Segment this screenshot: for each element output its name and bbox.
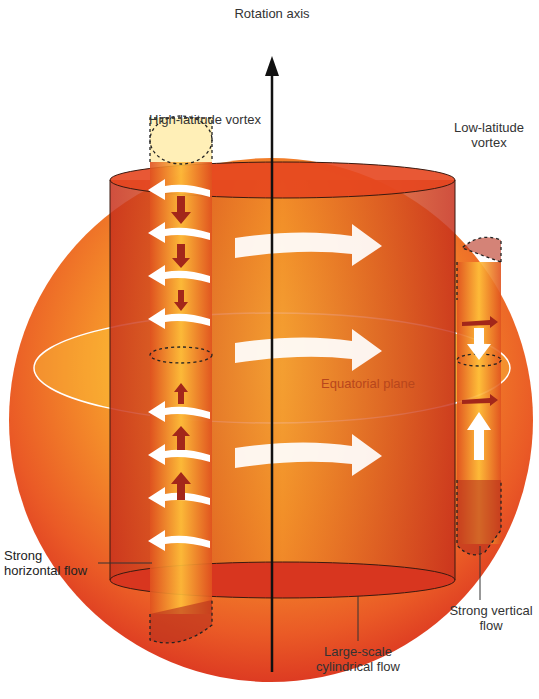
horizontal-flow-arrows [148,179,210,551]
flow-label: Strong horizontal flow [4,548,98,578]
vortex-outline [457,237,501,300]
vortex-label: Low-latitude vortex [442,120,536,150]
plane-label: Equatorial plane [318,376,418,391]
cylinder-edge [455,180,456,580]
flow-arrow [235,329,382,371]
flow-arrow [235,434,382,476]
horizontal-flow-arrows [462,316,498,406]
flow-label: Large-scale cylindrical flow [296,644,420,674]
vortex-outline [457,480,501,555]
vortex-label: High-latitude vortex [120,112,290,127]
leader-line [98,563,152,564]
leader-line [358,596,359,641]
cylindrical-flow-arrows [235,224,382,476]
flow-arrow [235,224,382,266]
vortex-outline [150,347,212,363]
leader-line [480,546,481,600]
high-latitude-vortex [148,116,212,643]
leader-lines [98,546,480,641]
vertical-flow-arrows [171,196,191,500]
vertical-flow-arrows [467,328,491,460]
vortex-outline [150,600,212,643]
cylinder-edge [110,180,111,580]
low-latitude-vortex [457,237,501,554]
axis-label: Rotation axis [232,6,312,21]
flow-label: Strong vertical flow [446,603,536,633]
rotation-axis [265,56,279,672]
